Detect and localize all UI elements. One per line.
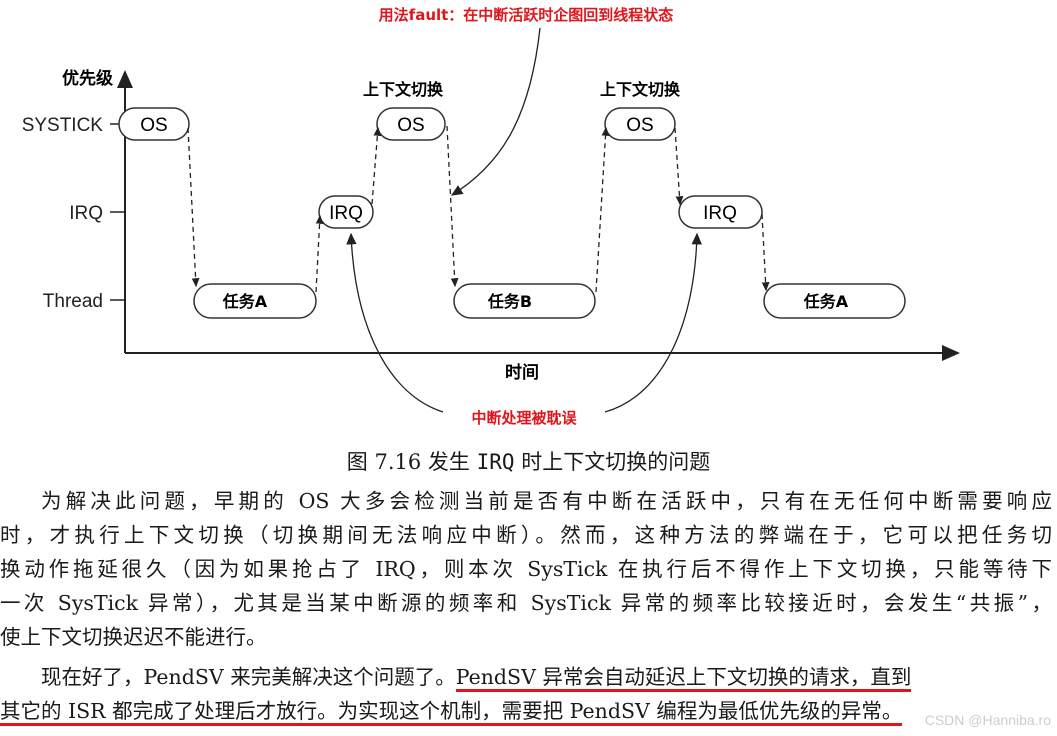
paragraph-2-line-1: 现在好了，PendSV 来完美解决这个问题了。PendSV 异常会自动延迟上下文…: [0, 660, 1052, 694]
figure-caption: 图 7.16 发生 IRQ 时上下文切换的问题: [0, 448, 1057, 476]
os-box-2: OS: [376, 107, 446, 141]
paragraph-2-highlight-1: PendSV 异常会自动延迟上下文切换的请求，直到: [455, 665, 912, 692]
svg-text:OS: OS: [397, 115, 424, 136]
paragraph-1-line-4: 一次 SysTick 异常），尤其是当某中断源的频率和 SysTick 异常的频…: [0, 591, 1052, 615]
caption-prefix: 图 7.16 发生: [346, 450, 477, 474]
context-switch-label-1: 上下文切换: [363, 80, 444, 99]
task-a-box-1: 任务A: [193, 283, 317, 319]
level-label-irq: IRQ: [69, 203, 103, 224]
irq-box-1: IRQ: [318, 195, 374, 229]
paragraph-2-line-2: 其它的 ISR 都完成了处理后才放行。为实现这个机制，需要把 PendSV 编程…: [0, 694, 1052, 728]
x-axis-label: 时间: [505, 362, 539, 383]
task-a-box-2: 任务A: [763, 283, 906, 319]
svg-text:任务A: 任务A: [222, 292, 268, 311]
svg-text:IRQ: IRQ: [703, 203, 737, 224]
irq-box-2: IRQ: [678, 195, 763, 229]
delay-arrow-right: [604, 232, 702, 413]
paragraph-2-plain: 现在好了，PendSV 来完美解决这个问题了。: [41, 665, 456, 689]
paragraph-2-highlight-2: 其它的 ISR 都完成了处理后才放行。为实现这个机制，需要把 PendSV 编程…: [0, 699, 903, 726]
context-switch-diagram: 用法fault：在中断活跃时企图回到线程状态 优先级 时间 SYSTICK IR…: [22, 6, 960, 427]
svg-text:OS: OS: [140, 115, 167, 136]
os-box-3: OS: [604, 107, 676, 141]
fault-pointer-arrow: [450, 27, 541, 196]
caption-suffix: 时上下文切换的问题: [514, 450, 711, 474]
paragraph-1-line-5: 使上下文切换迟迟不能进行。: [0, 625, 267, 649]
os-box-1: OS: [118, 107, 190, 141]
paragraph-1-line-3: 换动作拖延很久（因为如果抢占了 IRQ，则本次 SysTick 在执行后不得作上…: [0, 557, 1052, 581]
delay-arrow-left: [346, 232, 444, 413]
paragraph-1-line-1: 为解决此问题，早期的 OS 大多会检测当前是否有中断在活跃中，只有在无任何中断需…: [41, 489, 1052, 513]
level-label-systick: SYSTICK: [22, 115, 104, 136]
task-b-box: 任务B: [453, 283, 596, 319]
context-switch-label-2: 上下文切换: [600, 80, 681, 99]
transition-arrows: [187, 125, 770, 293]
svg-text:任务A: 任务A: [803, 292, 849, 311]
caption-irq: IRQ: [476, 450, 515, 474]
watermark: CSDN @Hanniba.ro: [924, 712, 1051, 728]
level-label-thread: Thread: [43, 291, 103, 312]
y-axis-label: 优先级: [62, 68, 113, 89]
svg-text:任务B: 任务B: [487, 292, 532, 311]
hardfault-annotation: 用法fault：在中断活跃时企图回到线程状态: [379, 6, 674, 24]
svg-text:IRQ: IRQ: [329, 203, 363, 224]
delay-annotation: 中断处理被耽误: [471, 409, 577, 427]
paragraph-1-line-2: 时，才执行上下文切换（切换期间无法响应中断）。然而，这种方法的弊端在于，它可以把…: [0, 523, 1052, 547]
svg-text:OS: OS: [626, 115, 653, 136]
